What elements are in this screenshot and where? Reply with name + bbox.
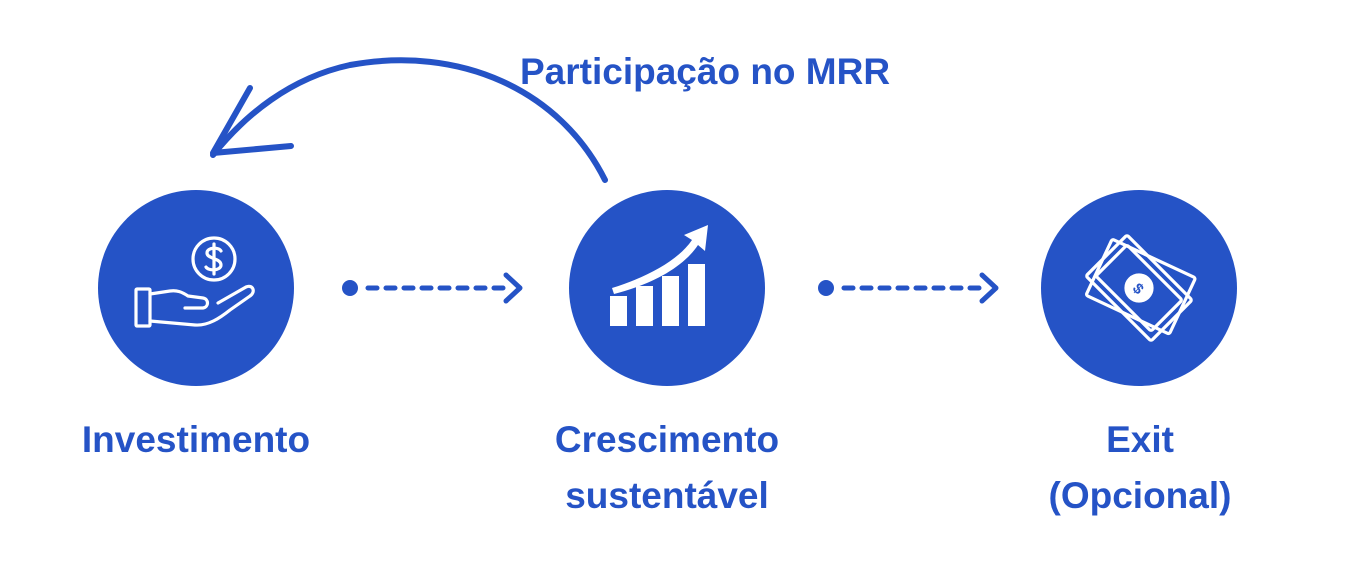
step-investimento-circle — [98, 190, 294, 386]
step-crescimento-label: Crescimento sustentável — [554, 419, 780, 516]
hand-coin-icon — [134, 236, 255, 328]
step-exit-label: Exit (Opcional) — [1048, 419, 1232, 516]
growth-chart-icon — [610, 225, 708, 326]
step-crescimento-circle — [569, 190, 765, 386]
money-bills-icon: $ — [1085, 234, 1197, 342]
step-exit-circle: $ — [1041, 190, 1237, 386]
step-investimento-label: Investimento — [81, 419, 311, 460]
feedback-label: Participação no MRR — [520, 51, 891, 92]
